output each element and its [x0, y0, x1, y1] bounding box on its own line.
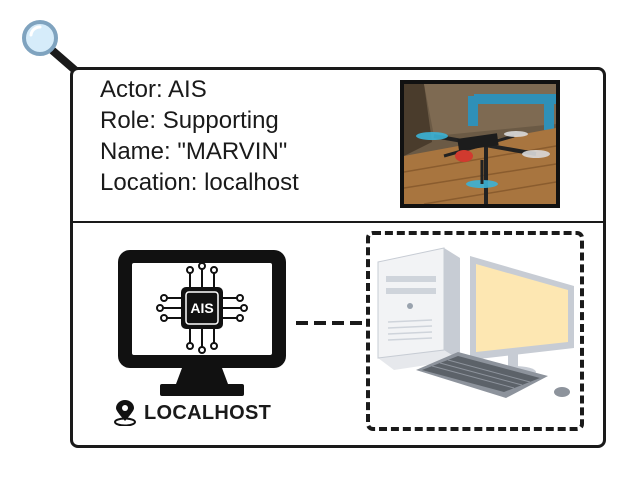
monitor-icon: AIS [118, 250, 286, 396]
actor-line: Actor: AIS [100, 76, 207, 103]
name-line: Name: "MARVIN" [100, 138, 288, 165]
location-row: LOCALHOST [114, 400, 271, 426]
chip-label: AIS [190, 300, 213, 316]
role-line: Role: Supporting [100, 107, 279, 134]
card-divider [73, 221, 603, 223]
location-label: LOCALHOST [144, 401, 272, 424]
drone-photo [400, 80, 560, 208]
desktop-computer-icon [377, 247, 574, 398]
location-line: Location: localhost [100, 169, 299, 196]
dashed-connector [296, 321, 366, 325]
map-pin-icon [114, 400, 136, 426]
actor-info: Actor: AIS Role: Supporting Name: "MARVI… [100, 74, 299, 198]
